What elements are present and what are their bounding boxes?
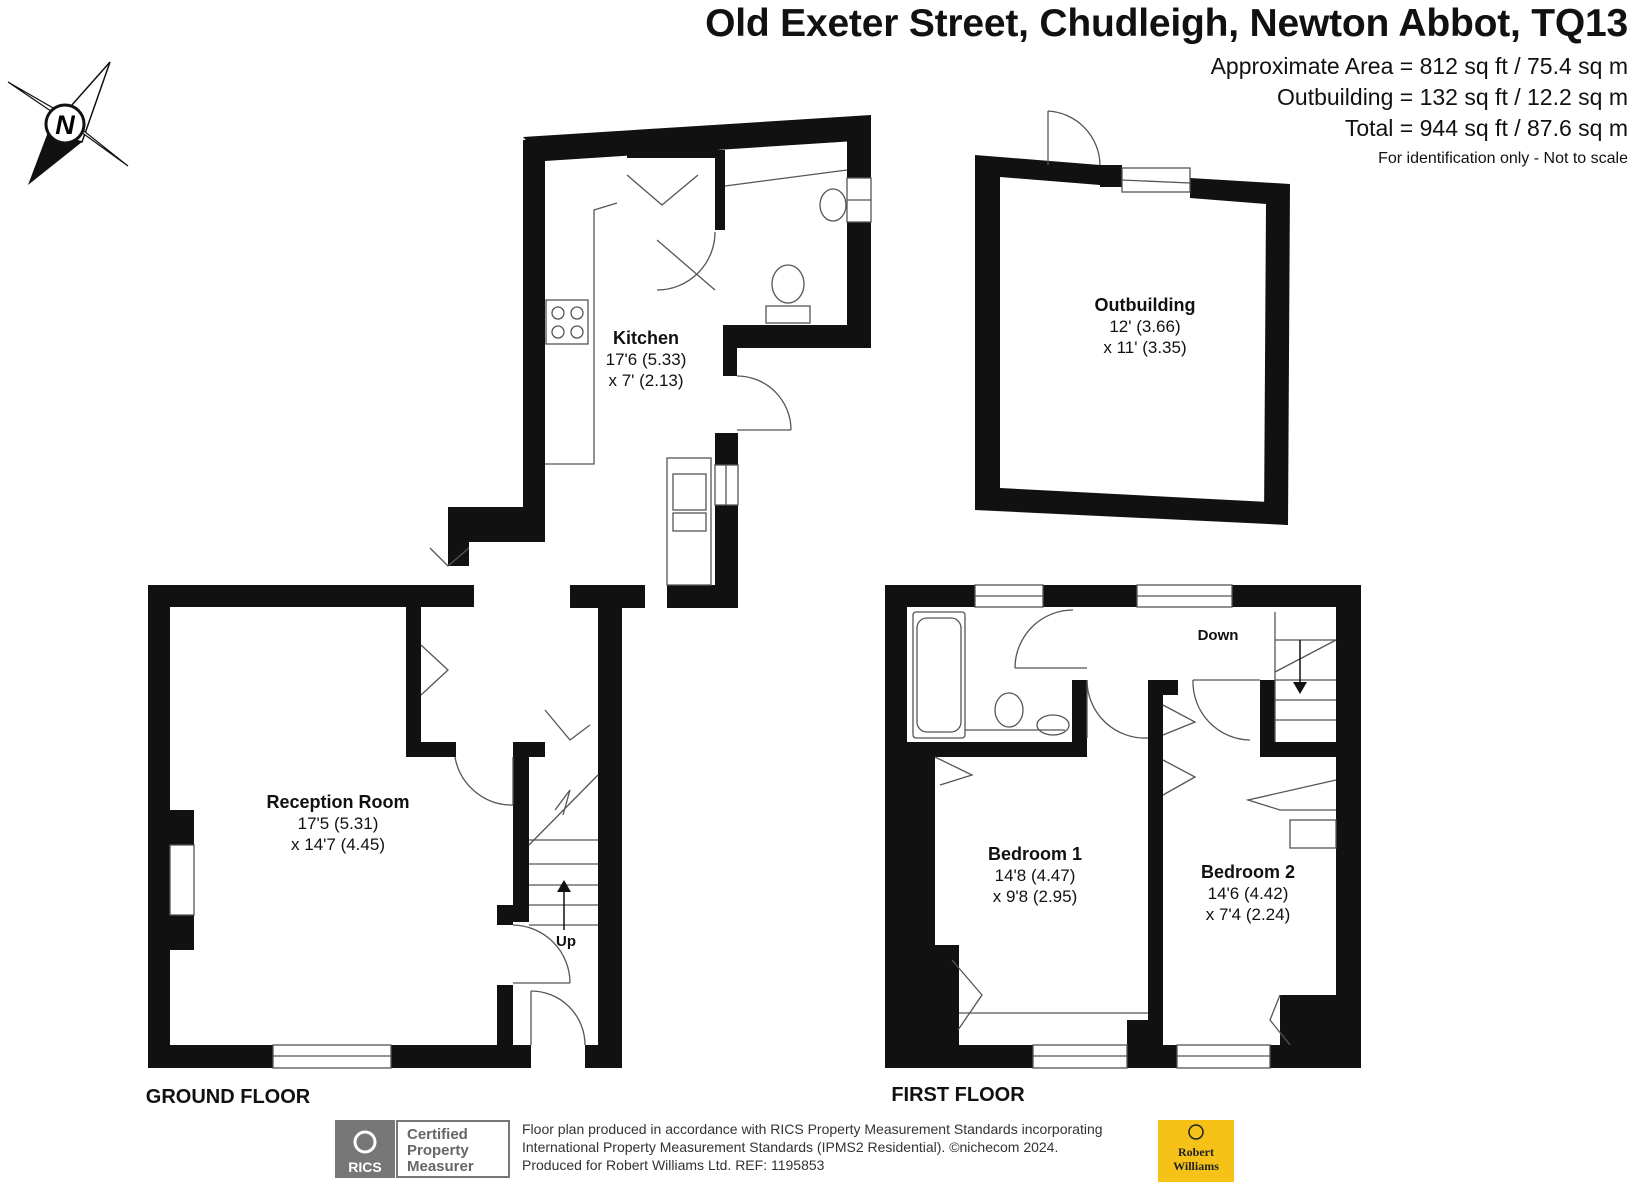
compass-letter: N (55, 110, 75, 140)
first-floor-fixtures (912, 584, 1337, 1069)
bedroom-2-dim-1: 14'6 (4.42) (1208, 884, 1289, 903)
compass-north-icon: N (7, 61, 129, 185)
total-area: Total = 944 sq ft / 87.6 sq m (1344, 115, 1628, 141)
plan-title: Old Exeter Street, Chudleigh, Newton Abb… (705, 2, 1628, 45)
outbuilding-area: Outbuilding = 132 sq ft / 12.2 sq m (1277, 84, 1628, 110)
outbuilding-name: Outbuilding (1095, 295, 1196, 315)
bedroom-1-name: Bedroom 1 (988, 844, 1082, 864)
stairs-down-label: Down (1198, 627, 1239, 644)
outbuilding-plan (975, 155, 1290, 525)
footer-line-2: International Property Measurement Stand… (522, 1139, 1059, 1155)
reception-dim-1: 17'5 (5.31) (298, 814, 379, 833)
stairs-up-label: Up (556, 933, 576, 950)
robert-williams-logo: Robert Williams (1158, 1120, 1234, 1182)
outbuilding-dim-2: x 11' (3.35) (1103, 338, 1186, 357)
ground-floor-label: GROUND FLOOR (146, 1086, 311, 1108)
kitchen-dim-1: 17'6 (5.33) (606, 350, 687, 369)
bedroom-2-dim-2: x 7'4 (2.24) (1206, 905, 1291, 924)
footer-line-3: Produced for Robert Williams Ltd. REF: 1… (522, 1157, 825, 1173)
approximate-area: Approximate Area = 812 sq ft / 75.4 sq m (1210, 53, 1628, 79)
first-floor-plan (885, 585, 1361, 1068)
room-labels: Kitchen 17'6 (5.33) x 7' (2.13) Receptio… (146, 295, 1295, 1108)
rics-badge-line-2: Property (407, 1142, 469, 1159)
ground-floor-plan (148, 115, 871, 1068)
reception-name: Reception Room (266, 792, 409, 812)
rics-brand: RICS (348, 1159, 381, 1175)
agent-logo-line-2: Williams (1173, 1159, 1219, 1173)
bedroom-1-dim-2: x 9'8 (2.95) (993, 887, 1078, 906)
kitchen-name: Kitchen (613, 328, 679, 348)
rics-badge-line-1: Certified (407, 1126, 468, 1143)
bedroom-1-dim-1: 14'8 (4.47) (995, 866, 1076, 885)
outbuilding-fixtures (1047, 110, 1191, 193)
disclaimer: For identification only - Not to scale (1378, 150, 1628, 167)
kitchen-dim-2: x 7' (2.13) (608, 371, 683, 390)
footer-credits: Floor plan produced in accordance with R… (522, 1120, 1103, 1174)
bedroom-2-name: Bedroom 2 (1201, 862, 1295, 882)
rics-badge-line-3: Measurer (407, 1158, 474, 1175)
ground-floor-fixtures (169, 169, 872, 1069)
rics-certified-logo: RICS Certified Property Measurer (335, 1120, 510, 1178)
footer-line-1: Floor plan produced in accordance with R… (522, 1121, 1103, 1137)
first-floor-label: FIRST FLOOR (891, 1084, 1025, 1106)
outbuilding-dim-1: 12' (3.66) (1109, 317, 1180, 336)
reception-dim-2: x 14'7 (4.45) (291, 835, 385, 854)
agent-logo-line-1: Robert (1178, 1145, 1214, 1159)
